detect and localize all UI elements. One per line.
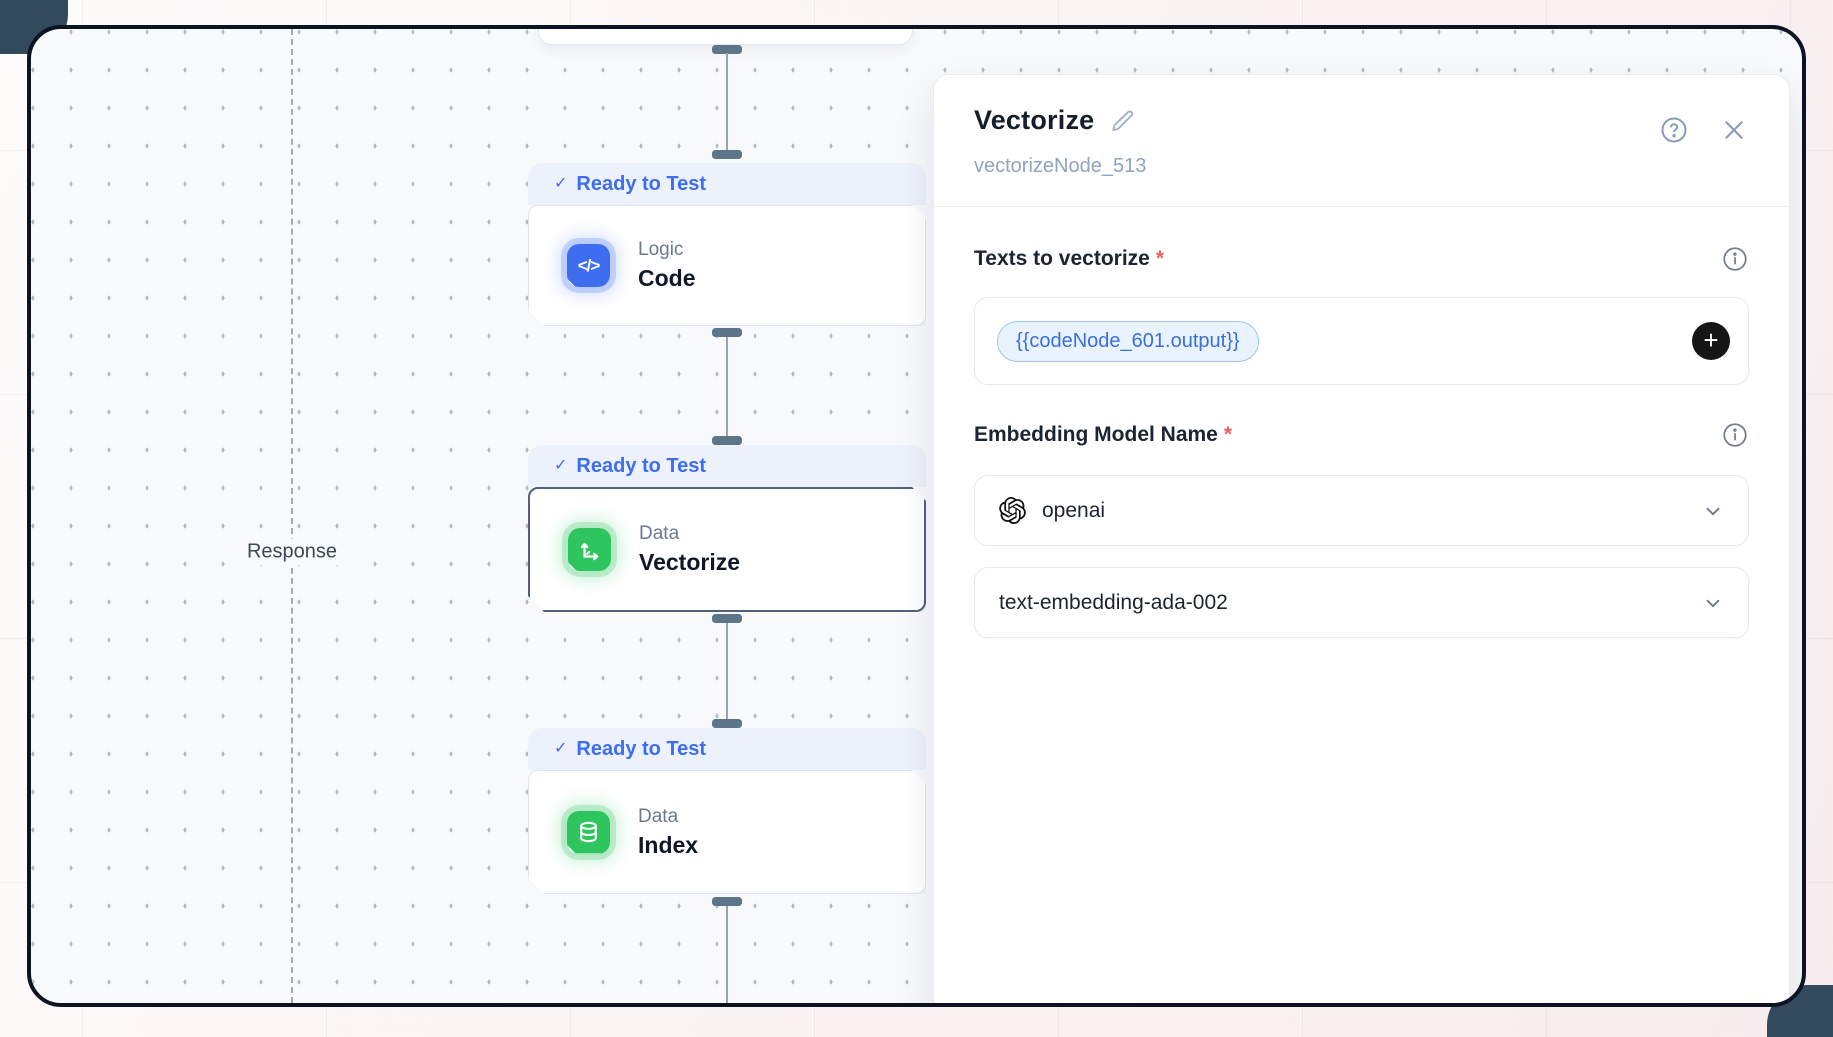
status-badge: ✓ Ready to Test — [528, 163, 926, 205]
node-vectorize[interactable]: ✓ Ready to Test Data Vectorize — [528, 445, 926, 612]
node-code[interactable]: ✓ Ready to Test </> Logic Code — [528, 163, 926, 326]
node-category-label: Data — [639, 523, 680, 544]
provider-selected-value: openai — [1042, 498, 1106, 522]
edge-line — [726, 906, 728, 1003]
required-asterisk: * — [1155, 247, 1165, 270]
info-icon[interactable] — [1721, 245, 1749, 273]
response-section-divider — [291, 29, 293, 1003]
edge-line — [726, 337, 728, 436]
required-asterisk: * — [1223, 423, 1233, 446]
info-icon[interactable] — [1721, 421, 1749, 449]
chevron-down-icon — [1702, 592, 1724, 614]
status-badge-label: Ready to Test — [576, 454, 707, 477]
check-icon: ✓ — [554, 457, 568, 474]
connector-handle[interactable] — [712, 719, 742, 728]
status-badge: ✓ Ready to Test — [528, 445, 926, 487]
chevron-down-icon — [1702, 500, 1724, 522]
node-card-index[interactable]: Data Index — [528, 770, 926, 894]
embedding-model-select[interactable]: text-embedding-ada-002 — [974, 567, 1749, 638]
panel-divider — [934, 206, 1789, 207]
node-config-panel: Vectorize — [933, 74, 1790, 1003]
connector-handle[interactable] — [712, 897, 742, 906]
response-section-label: Response — [238, 538, 346, 566]
check-icon: ✓ — [554, 175, 568, 192]
node-index[interactable]: ✓ Ready to Test Data Index — [528, 728, 926, 894]
status-badge-label: Ready to Test — [576, 737, 707, 760]
node-name-label: Vectorize — [639, 549, 740, 575]
edge-line — [726, 623, 728, 719]
code-icon: </> — [567, 244, 610, 287]
connector-handle[interactable] — [712, 328, 742, 337]
vectorize-axes-icon — [568, 528, 611, 571]
connector-handle[interactable] — [712, 614, 742, 623]
add-variable-button[interactable]: + — [1692, 322, 1730, 360]
texts-to-vectorize-input[interactable]: {{codeNode_601.output}} + — [974, 297, 1749, 385]
texts-to-vectorize-label: Texts to vectorize* — [974, 247, 1165, 270]
status-badge-label: Ready to Test — [576, 172, 707, 195]
node-name-label: Index — [638, 831, 699, 858]
pencil-icon[interactable] — [1108, 106, 1138, 136]
embedding-model-name-label: Embedding Model Name* — [974, 423, 1233, 446]
node-category-label: Data — [638, 805, 679, 827]
help-circle-icon[interactable] — [1659, 115, 1689, 145]
edge-line — [726, 53, 728, 150]
partial-node-card-top[interactable] — [538, 29, 913, 45]
model-selected-value: text-embedding-ada-002 — [999, 590, 1228, 614]
node-id-label: vectorizeNode_513 — [974, 155, 1147, 177]
connector-handle[interactable] — [712, 150, 742, 159]
status-badge: ✓ Ready to Test — [528, 728, 926, 770]
embedding-provider-select[interactable]: openai — [974, 475, 1749, 546]
panel-title: Vectorize — [974, 105, 1095, 135]
workflow-app-frame: Response ✓ Ready to Test </> Logic Code … — [27, 25, 1806, 1007]
node-card-code[interactable]: </> Logic Code — [528, 205, 926, 326]
variable-token-chip[interactable]: {{codeNode_601.output}} — [997, 320, 1259, 362]
database-icon — [567, 811, 610, 854]
connector-handle[interactable] — [712, 436, 742, 445]
close-icon[interactable] — [1719, 115, 1749, 145]
node-card-vectorize[interactable]: Data Vectorize — [528, 487, 926, 612]
openai-logo-icon — [999, 497, 1026, 525]
node-name-label: Code — [638, 265, 696, 291]
node-category-label: Logic — [638, 239, 684, 260]
check-icon: ✓ — [554, 740, 568, 757]
connector-handle[interactable] — [712, 45, 742, 54]
